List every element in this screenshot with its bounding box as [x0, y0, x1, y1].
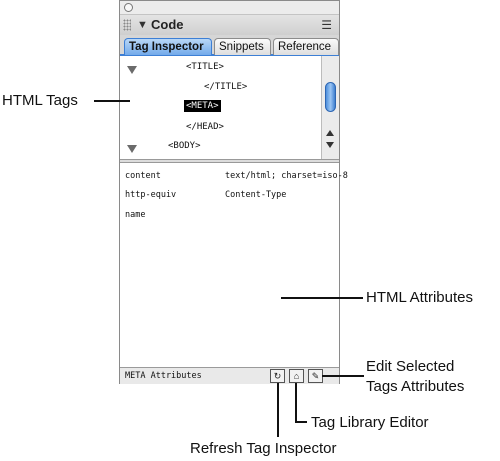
status-text: META Attributes [125, 371, 202, 381]
leader-line [322, 375, 364, 377]
tag-library-icon: ⌂ [293, 371, 300, 381]
panel-titlebar [120, 1, 339, 15]
tab-snippets[interactable]: Snippets [214, 38, 271, 55]
expand-triangle-icon[interactable] [127, 66, 137, 74]
tag-tree-scrollbar[interactable] [321, 56, 339, 159]
attribute-name[interactable]: name [125, 210, 146, 220]
tag-tree: <TITLE> </TITLE> <META> </HEAD> <BODY> [120, 56, 321, 159]
scroll-thumb[interactable] [325, 82, 336, 112]
grip-icon[interactable] [123, 19, 131, 31]
tag-title-open[interactable]: <TITLE> [186, 62, 224, 72]
scroll-down-arrow-icon[interactable] [326, 142, 334, 148]
tab-reference[interactable]: Reference [273, 38, 339, 55]
refresh-button[interactable]: ↻ [270, 369, 285, 383]
tag-meta-selected[interactable]: <META> [184, 100, 221, 112]
callout-refresh-tag-inspector: Refresh Tag Inspector [190, 440, 337, 457]
edit-attributes-button[interactable]: ✎ [308, 369, 323, 383]
options-menu-icon[interactable]: ☰ [321, 18, 332, 32]
tag-title-close[interactable]: </TITLE> [204, 82, 248, 92]
code-panel: ▼ Code ☰ Tag Inspector Snippets Referenc… [119, 0, 348, 384]
leader-line [277, 383, 279, 437]
leader-line [295, 421, 307, 423]
scroll-up-arrow-icon[interactable] [326, 130, 334, 136]
callout-html-attributes: HTML Attributes [366, 289, 473, 306]
tag-library-editor-button[interactable]: ⌂ [289, 369, 304, 383]
refresh-icon: ↻ [273, 371, 282, 381]
attribute-name[interactable]: http-equiv [125, 190, 177, 200]
pane-splitter[interactable] [120, 159, 339, 163]
tab-tag-inspector[interactable]: Tag Inspector [124, 38, 212, 55]
leader-line [94, 100, 130, 102]
tag-body-open[interactable]: <BODY> [168, 141, 201, 151]
attributes-list: content text/html; charset=iso-8 http-eq… [120, 163, 348, 367]
collapse-arrow-icon[interactable]: ▼ [137, 19, 148, 31]
tag-head-close[interactable]: </HEAD> [186, 122, 224, 132]
callout-edit-selected-line2: Tags Attributes [366, 378, 465, 395]
attribute-name[interactable]: content [125, 171, 161, 181]
expand-triangle-icon[interactable] [127, 145, 137, 153]
callout-tag-library-editor: Tag Library Editor [311, 414, 429, 431]
leader-line [295, 383, 297, 422]
callout-edit-selected: Edit Selected [366, 358, 455, 375]
close-icon[interactable] [124, 3, 133, 12]
callout-html-tags: HTML Tags [2, 92, 78, 109]
pencil-icon: ✎ [311, 371, 320, 381]
panel-tabs: Tag Inspector Snippets Reference [120, 35, 339, 56]
leader-line [281, 297, 363, 299]
panel-title: Code [151, 17, 184, 32]
attribute-value[interactable]: Content-Type [225, 190, 287, 200]
status-bar: META Attributes ↻ ⌂ ✎ [120, 367, 339, 384]
panel-header[interactable]: ▼ Code ☰ [120, 15, 339, 35]
attribute-value[interactable]: text/html; charset=iso-8 [225, 171, 348, 181]
